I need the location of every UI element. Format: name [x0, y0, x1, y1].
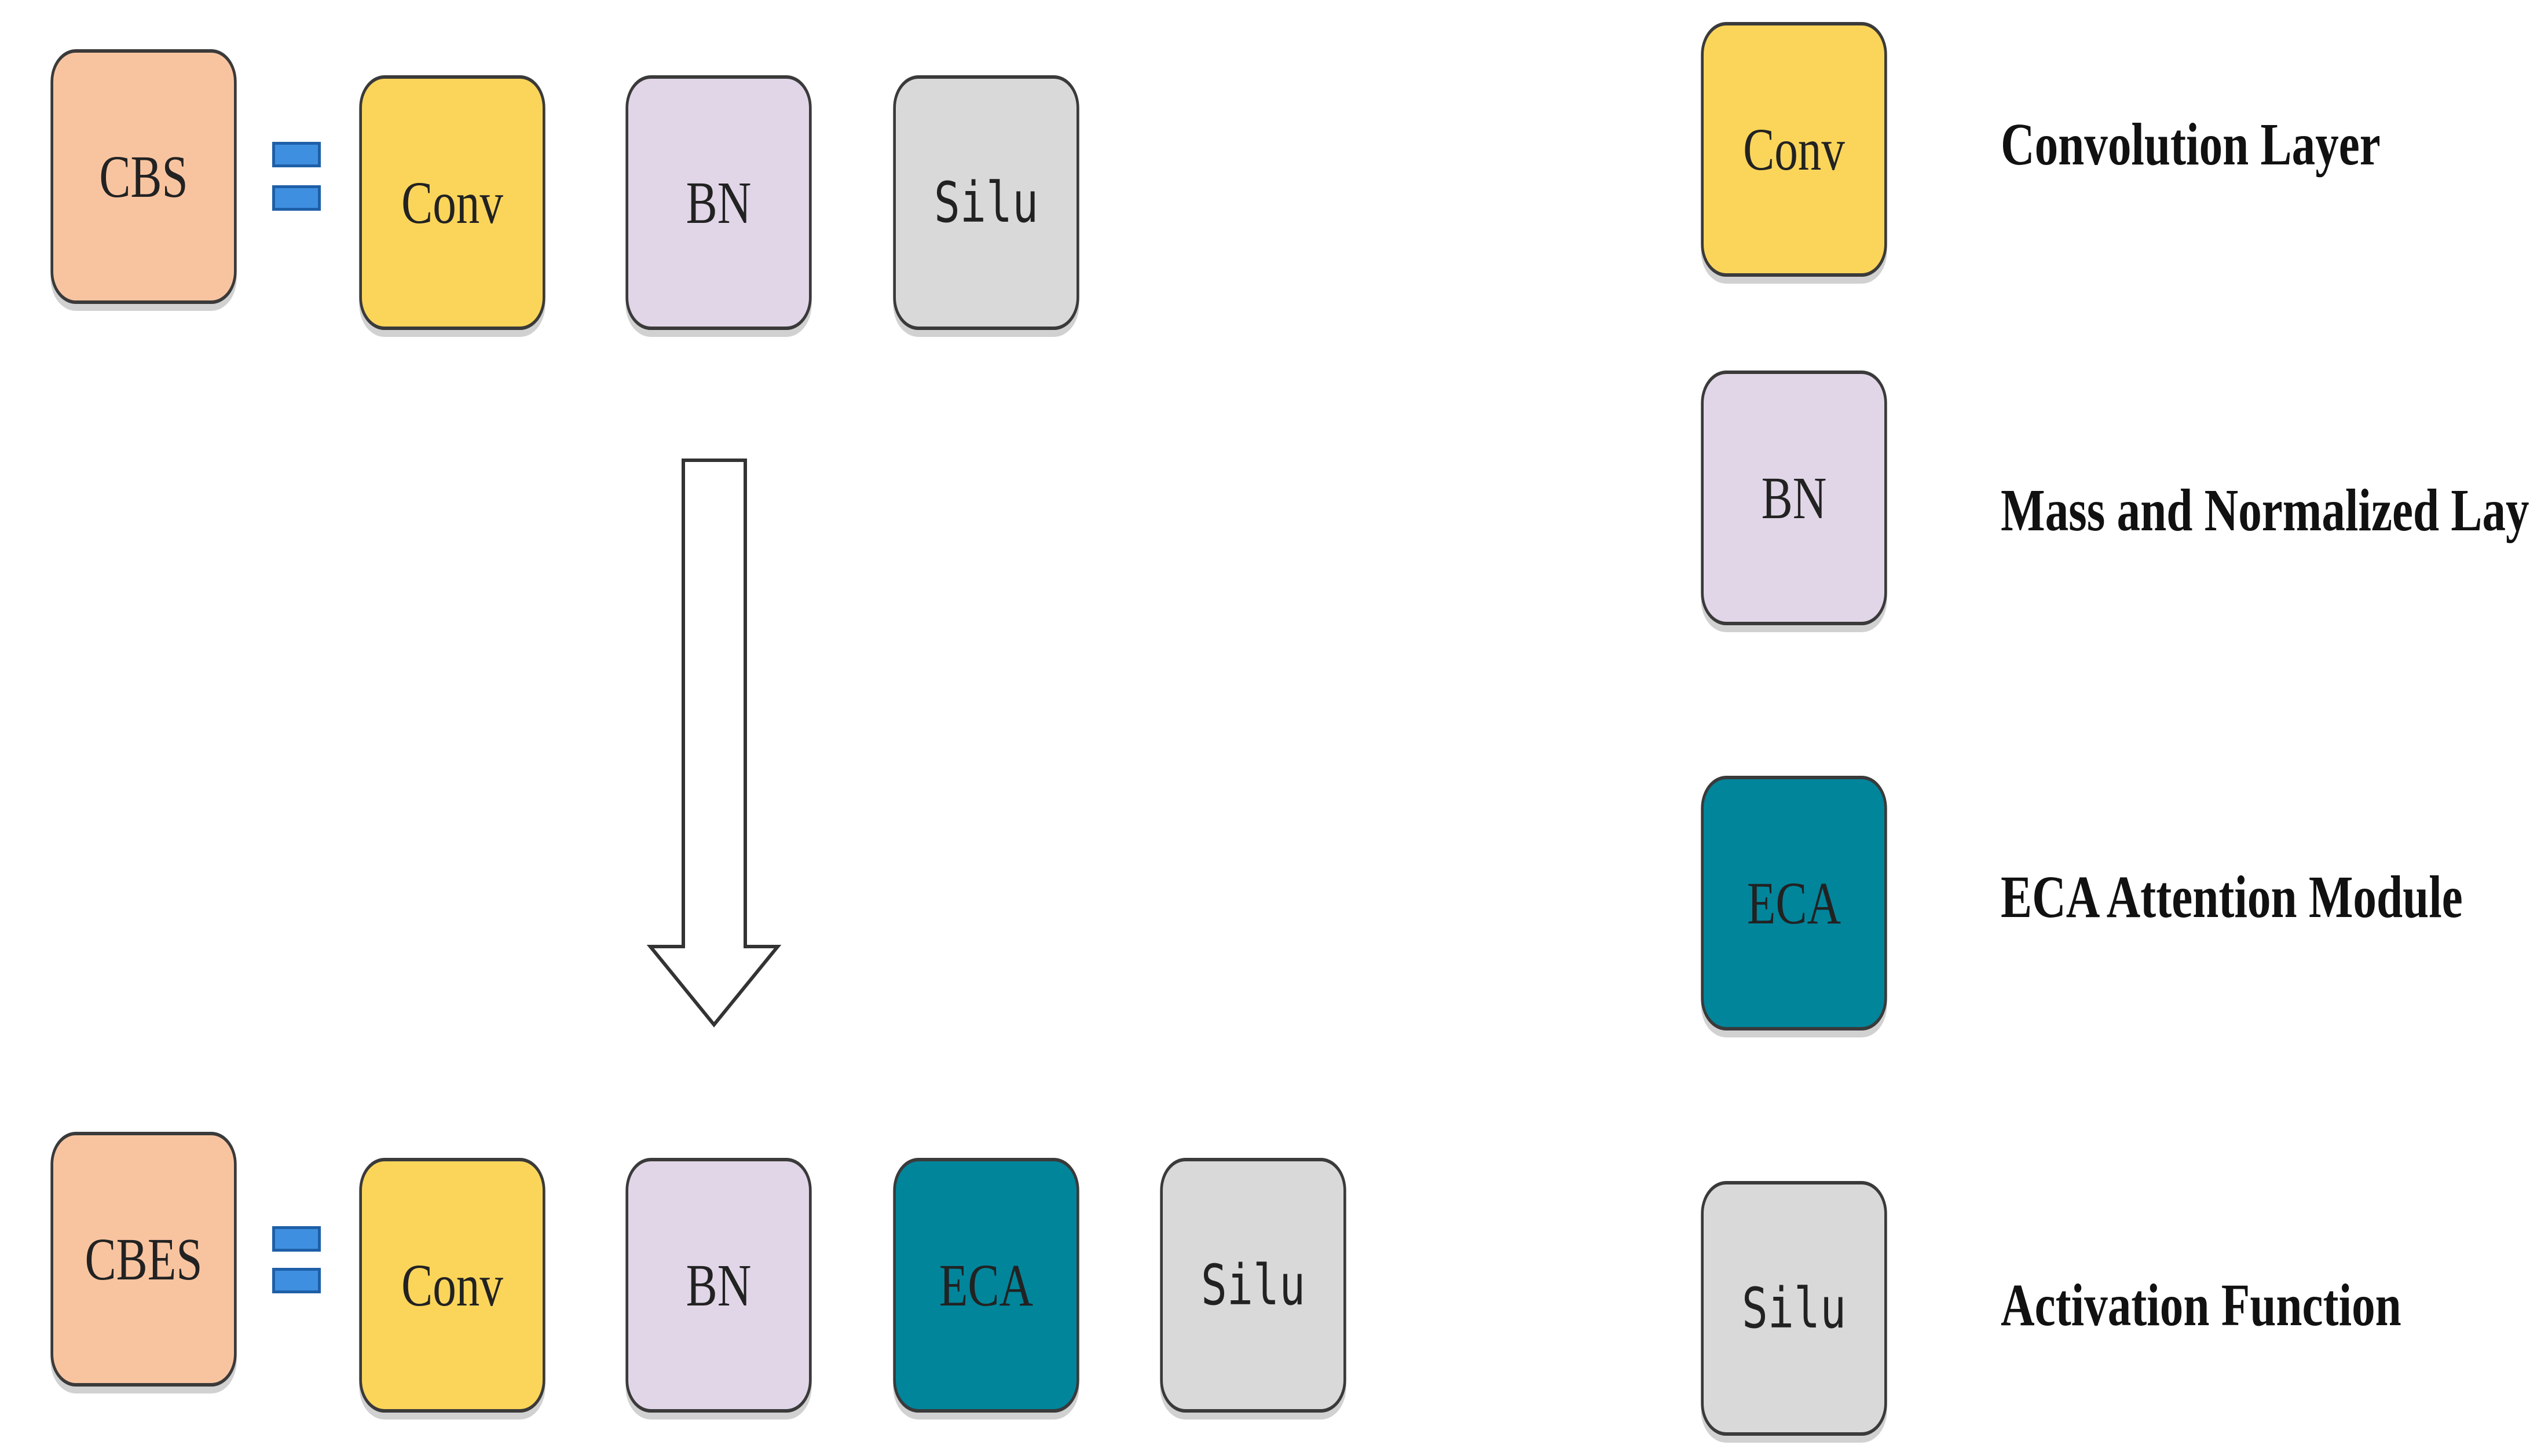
legend-silu-description: Activation Function	[2001, 1272, 2401, 1338]
legend-conv-label: Conv	[1743, 116, 1845, 183]
cbs-block: CBS	[50, 49, 237, 304]
top-bn-block: BN	[625, 75, 812, 330]
top-silu-block: Silu	[893, 75, 1079, 330]
bottom-bn-block: BN	[625, 1158, 812, 1413]
bottom-bn-label: BN	[686, 1252, 752, 1319]
cbs-label: CBS	[99, 143, 188, 210]
legend-bn-label: BN	[1761, 464, 1827, 531]
bottom-silu-block: Silu	[1160, 1158, 1346, 1413]
top-silu-label: Silu	[933, 170, 1039, 235]
equals-bar-top-1	[272, 142, 321, 167]
legend-eca-block: ECA	[1701, 776, 1887, 1030]
cbes-label: CBES	[85, 1226, 203, 1293]
bottom-eca-block: ECA	[893, 1158, 1079, 1413]
bottom-eca-label: ECA	[939, 1252, 1034, 1319]
legend-eca-description: ECA Attention Module	[2001, 864, 2463, 930]
legend-eca-label: ECA	[1747, 870, 1841, 937]
top-conv-block: Conv	[359, 75, 545, 330]
equals-bar-bottom-2	[272, 1268, 321, 1293]
legend-bn-block: BN	[1701, 371, 1887, 625]
bottom-silu-label: Silu	[1200, 1253, 1306, 1318]
legend-silu-label: Silu	[1741, 1276, 1847, 1341]
equals-bar-bottom-1	[272, 1226, 321, 1252]
top-bn-label: BN	[686, 169, 752, 236]
cbes-block: CBES	[50, 1132, 237, 1387]
legend-conv-description: Convolution Layer	[2001, 111, 2381, 178]
equals-bar-top-2	[272, 185, 321, 211]
top-conv-label: Conv	[401, 169, 503, 236]
transform-arrow	[646, 459, 782, 1028]
bottom-conv-block: Conv	[359, 1158, 545, 1413]
legend-conv-block: Conv	[1701, 22, 1887, 277]
bottom-conv-label: Conv	[401, 1252, 503, 1319]
legend-silu-block: Silu	[1701, 1181, 1887, 1436]
legend-bn-description: Mass and Normalized Layer	[2001, 477, 2530, 544]
